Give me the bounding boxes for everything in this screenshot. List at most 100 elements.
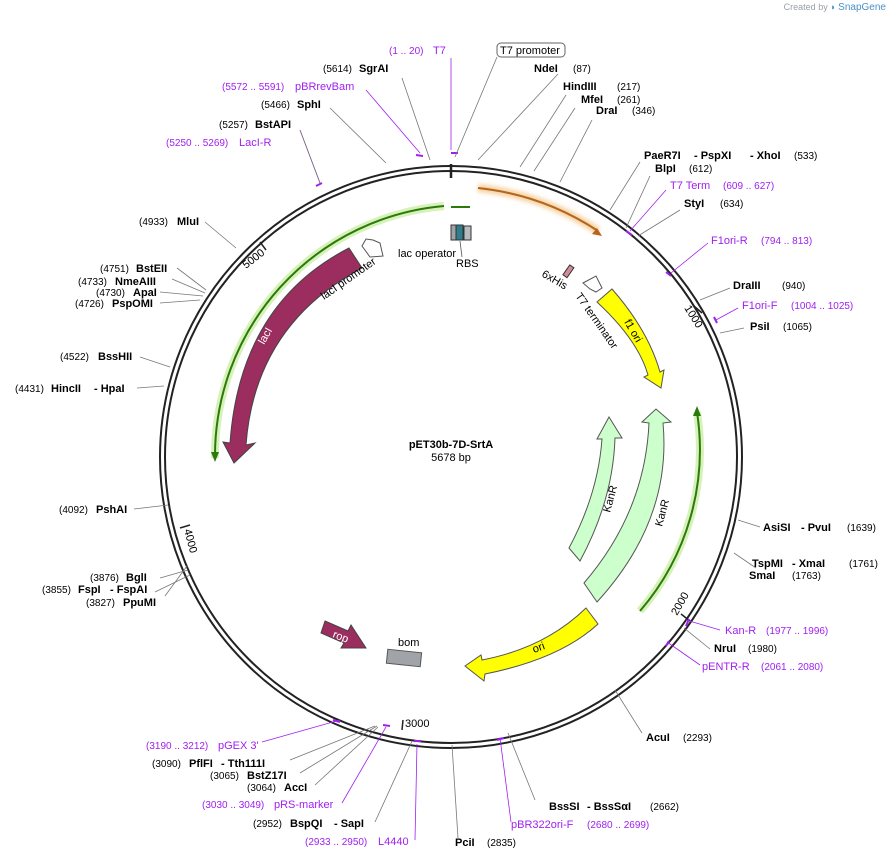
styi-name: StyI [684,198,704,210]
laci-feature [222,247,363,464]
styi-pos: (634) [720,199,743,210]
hpai-name: - HpaI [94,383,125,395]
pbr322ori-f-name: pBR322ori-F [511,819,574,831]
fspi-pos: (3855) [42,585,71,596]
rop-feature [320,620,367,649]
pgex3-pos: (3190 .. 3212) [146,741,208,752]
bgli-pos: (3876) [90,573,119,584]
pbr322ori-f-pos: (2680 .. 2699) [587,820,649,831]
leader-lines [133,56,761,841]
pspxi-name: - PspXI [694,150,731,162]
asisi-name: AsiSI [763,522,791,534]
acci-name: AccI [284,782,307,794]
t7-promoter-feature [477,184,601,235]
blpi-pos: (612) [689,164,712,175]
pspomi-pos: (4726) [75,299,104,310]
blpi-name: BlpI [655,163,676,175]
drai-name: DraI [596,105,617,117]
t7term-pos: (609 .. 627) [723,181,774,192]
laci-green-arrowhead [211,452,219,462]
acci-pos: (3064) [247,783,276,794]
nmeaiii-pos: (4733) [78,277,107,288]
plasmid-name: pET30b-7D-SrtA [409,439,493,451]
mlui-name: MluI [177,216,199,228]
hincii-pos: (4431) [15,384,44,395]
kanr-feature-2 [568,416,623,562]
bstapi-pos: (5257) [219,120,248,131]
tick-3000: 3000 [401,718,429,731]
rop-label: rop [331,629,350,646]
xhoi-name: - XhoI [750,150,781,162]
tick-5000: 5000 [240,241,267,272]
pcii-pos: (2835) [487,838,516,849]
t7-promoter-arc [477,187,599,232]
f1-ori-feature [596,288,665,389]
t7-primer-name: T7 [433,45,446,57]
pentr-r-name: pENTR-R [702,661,750,673]
t7-promoter-arrowhead [592,228,602,236]
bsshii-pos: (4522) [60,352,89,363]
nmeaiii-name: NmeAIII [115,276,156,288]
brand-name: SnapGene [838,2,886,13]
bsssai-name: - BssSαI [587,801,631,813]
svg-text:3000: 3000 [405,718,429,730]
psii-name: PsiI [750,321,770,333]
pgex3-name: pGEX 3' [218,740,259,752]
svg-text:5000: 5000 [240,247,267,272]
laci-r-name: LacI-R [239,137,271,149]
pshai-name: PshAI [96,504,127,516]
sapi-name: - SapI [334,818,364,830]
pentr-r-pos: (2061 .. 2080) [761,662,823,673]
tspmi-name: TspMI [752,558,783,570]
dralll-name: DraIII [733,280,761,292]
bom-label: bom [398,637,419,649]
paer7i-name: PaeR7I [644,150,681,162]
ori-label: ori [531,640,547,655]
bsshii-name: BssHII [98,351,132,363]
ndei-pos: (87) [573,64,591,75]
ndei-name: NdeI [534,63,558,75]
bstz17i-pos: (3065) [210,771,239,782]
rbs-label: RBS [456,258,479,270]
pbrrevbam-pos: (5572 .. 5591) [222,82,284,93]
hindiii-pos: (217) [617,82,640,93]
plasmid-length: 5678 bp [431,452,471,464]
bsteii-pos: (4751) [100,264,129,275]
bssi-name: BssSI [549,801,580,813]
acui-name: AcuI [646,732,670,744]
pbrrevbam-name: pBRrevBam [295,81,354,93]
bsteii-name: BstEII [136,263,167,275]
bstapi-name: BstAPI [255,119,291,131]
kanr-promoter-arrowhead [693,406,701,416]
bssi-pos: (2662) [650,802,679,813]
t7-promoter-label-box: T7 promoter [496,42,566,58]
smai-name: SmaI [749,570,775,582]
his-tag-feature [562,264,575,279]
f1ori-f-pos: (1004 .. 1025) [791,301,853,312]
hincii-name: HincII [51,383,81,395]
pcii-name: PciI [455,837,475,849]
ppumi-name: PpuMI [123,597,156,609]
pflfi-pos: (3090) [152,759,181,770]
smai-pos: (1763) [792,571,821,582]
kanr-promoter-arc [639,411,701,612]
prs-marker-pos: (3030 .. 3049) [202,800,264,811]
pshai-pos: (4092) [59,505,88,516]
hindiii-name: HindIII [563,81,597,93]
sphi-pos: (5466) [261,100,290,111]
asisi-pos: (1639) [847,523,876,534]
kanr-label-1: KanR [653,498,672,528]
f1ori-r-name: F1ori-R [711,235,748,247]
sphi-name: SphI [297,99,321,111]
drai-pos: (346) [632,106,655,117]
ori-feature [464,607,599,682]
t7-terminator-feature [582,275,603,293]
ppumi-pos: (3827) [86,598,115,609]
xmai-name: - XmaI [792,558,825,570]
kan-r-pos: (1977 .. 1996) [766,626,828,637]
mfei-pos: (261) [617,95,640,106]
apai-name: ApaI [133,287,157,299]
acui-pos: (2293) [683,733,712,744]
bspqi-name: BspQI [290,818,322,830]
